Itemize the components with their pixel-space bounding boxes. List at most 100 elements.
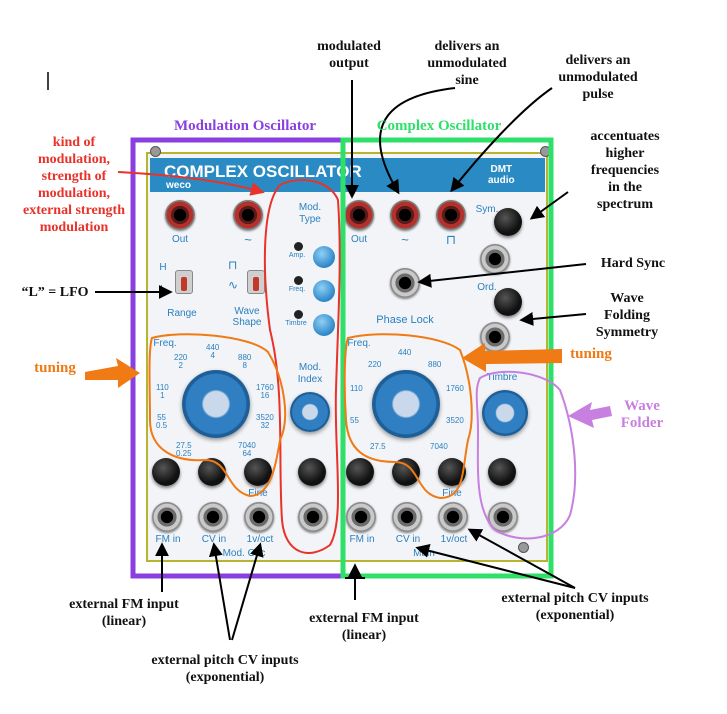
module-title: COMPLEX OSCILLATOR — [164, 162, 362, 181]
mod-cv-in-label: CV in — [201, 534, 227, 545]
ord-knob[interactable] — [494, 288, 522, 316]
sym-knob[interactable] — [494, 208, 522, 236]
mod-cv-knob[interactable] — [198, 458, 226, 486]
mod-freq-scale-27: 27.5 0.25 — [176, 441, 192, 458]
freq-mode-label: Freq. — [288, 286, 306, 293]
main-sine-jack[interactable] — [390, 200, 420, 230]
ext-pitch-left-note: external pitch CV inputs (exponential) — [151, 653, 299, 685]
amp-mode-button[interactable] — [313, 246, 335, 268]
main-freq-scale-55: 55 — [350, 416, 359, 425]
mod-type-label: Mod. Type — [298, 202, 322, 225]
sine-wave-icon: ∿ — [228, 278, 239, 292]
mod-1voct-label: 1v/oct — [246, 534, 274, 545]
mod-sine-jack[interactable] — [233, 200, 263, 230]
timbre-mode-button[interactable] — [313, 314, 335, 336]
mod-cv-in-jack[interactable] — [198, 502, 228, 532]
mod-freq-scale-220: 220 2 — [174, 353, 188, 370]
mod-osc-title: Modulation Oscillator — [173, 118, 317, 134]
timbre-knob[interactable] — [482, 390, 528, 436]
mod-freq-scale-3520: 3520 32 — [256, 413, 274, 430]
main-freq-scale-27: 27.5 — [370, 442, 386, 451]
mod-index-cv-jack[interactable] — [298, 502, 328, 532]
mod-freq-knob[interactable] — [182, 370, 250, 438]
mod-sine-label: ~ — [244, 232, 252, 247]
main-fm-knob[interactable] — [346, 458, 374, 486]
hard-sync-note: Hard Sync — [600, 256, 666, 271]
wave-folder-note: Wave Folder — [620, 398, 664, 431]
freq-mode-button[interactable] — [313, 280, 335, 302]
module-subtitle: weco — [166, 180, 192, 191]
main-freq-scale-110: 110 — [350, 384, 363, 393]
main-freq-scale-1760: 1760 — [446, 384, 464, 393]
timbre-mode-label: Timbre — [285, 320, 307, 327]
main-pulse-jack[interactable] — [436, 200, 466, 230]
main-freq-scale-220: 220 — [368, 360, 382, 369]
main-freq-scale-440: 440 — [398, 348, 412, 357]
main-cv-in-label: CV in — [395, 534, 421, 545]
unmodulated-pulse-note: delivers an unmodulated pulse — [558, 53, 638, 102]
mod-index-cv-knob[interactable] — [298, 458, 326, 486]
mod-fm-in-label: FM in — [155, 534, 181, 545]
ord-label: Ord. — [477, 282, 497, 293]
unmodulated-sine-note: delivers an unmodulated sine — [427, 39, 507, 88]
mod-fine-knob[interactable] — [244, 458, 272, 486]
ext-fm-mid-note: external FM input (linear) — [309, 611, 419, 643]
lfo-note: “L” = LFO — [21, 285, 89, 300]
mod-freq-scale-55: 55 0.5 — [156, 413, 168, 430]
square-wave-icon: ⊓ — [228, 258, 238, 272]
main-sine-label: ~ — [401, 232, 409, 247]
mod-fm-in-jack[interactable] — [152, 502, 182, 532]
phase-lock-label: Phase Lock — [376, 314, 434, 326]
mod-freq-scale-1760: 1760 16 — [256, 383, 274, 400]
ext-pitch-right-note: external pitch CV inputs (exponential) — [501, 591, 649, 623]
range-toggle[interactable] — [175, 270, 193, 294]
mod-out-label: Out — [171, 234, 189, 245]
brand-logo: DMT audio — [488, 164, 515, 186]
mod-freq-scale-880: 880 8 — [238, 353, 252, 370]
mod-osc-footer: Mod. Osc — [222, 548, 266, 559]
tuning-arrow-left — [85, 358, 140, 388]
main-freq-knob[interactable] — [372, 370, 440, 438]
mod-1voct-jack[interactable] — [244, 502, 274, 532]
main-out-label: Out — [350, 234, 368, 245]
timbre-label: Timbre — [486, 372, 518, 383]
main-freq-scale-3520: 3520 — [446, 416, 464, 425]
mod-index-knob[interactable] — [290, 392, 330, 432]
screw-icon — [518, 542, 529, 553]
timbre-led — [294, 310, 303, 319]
range-label: Range — [167, 308, 197, 319]
mod-out-jack[interactable] — [165, 200, 195, 230]
main-freq-scale-880: 880 — [428, 360, 442, 369]
wave-shape-label: Wave Shape — [232, 306, 262, 328]
range-h-label: H — [159, 262, 167, 273]
main-1voct-jack[interactable] — [438, 502, 468, 532]
freq-led — [294, 276, 303, 285]
main-freq-label: Freq. — [347, 338, 371, 349]
main-freq-scale-7040: 7040 — [430, 442, 448, 451]
ext-fm-left-note: external FM input (linear) — [69, 597, 179, 629]
phase-lock-jack[interactable] — [390, 268, 420, 298]
main-fm-in-jack[interactable] — [346, 502, 376, 532]
main-out-jack[interactable] — [344, 200, 374, 230]
folder-arrow — [568, 402, 612, 428]
mod-freq-scale-440: 440 4 — [206, 343, 220, 360]
timbre-cv-knob[interactable] — [488, 458, 516, 486]
amp-led — [294, 242, 303, 251]
mod-freq-label: Freq. — [153, 338, 177, 349]
main-1voct-label: 1v/oct — [440, 534, 468, 545]
wave-folding-note: Wave Folding Symmetry — [595, 291, 659, 340]
mod-freq-scale-7040: 7040 64 — [238, 441, 256, 458]
mod-freq-scale-110: 110 1 — [156, 383, 169, 400]
main-fm-in-label: FM in — [349, 534, 375, 545]
sym-label: Sym. — [475, 204, 499, 215]
modulated-output-note: modulated output — [317, 39, 381, 71]
main-cv-in-jack[interactable] — [392, 502, 422, 532]
mod-fm-knob[interactable] — [152, 458, 180, 486]
wave-folder-outline — [475, 370, 577, 540]
mod-tuning-outline — [148, 333, 287, 498]
sym-cv-jack[interactable] — [480, 244, 510, 274]
accentuates-note: accentuates higher frequencies in the sp… — [590, 129, 660, 212]
amp-mode-label: Amp. — [288, 252, 306, 259]
main-pulse-label: ⊓ — [445, 232, 457, 247]
